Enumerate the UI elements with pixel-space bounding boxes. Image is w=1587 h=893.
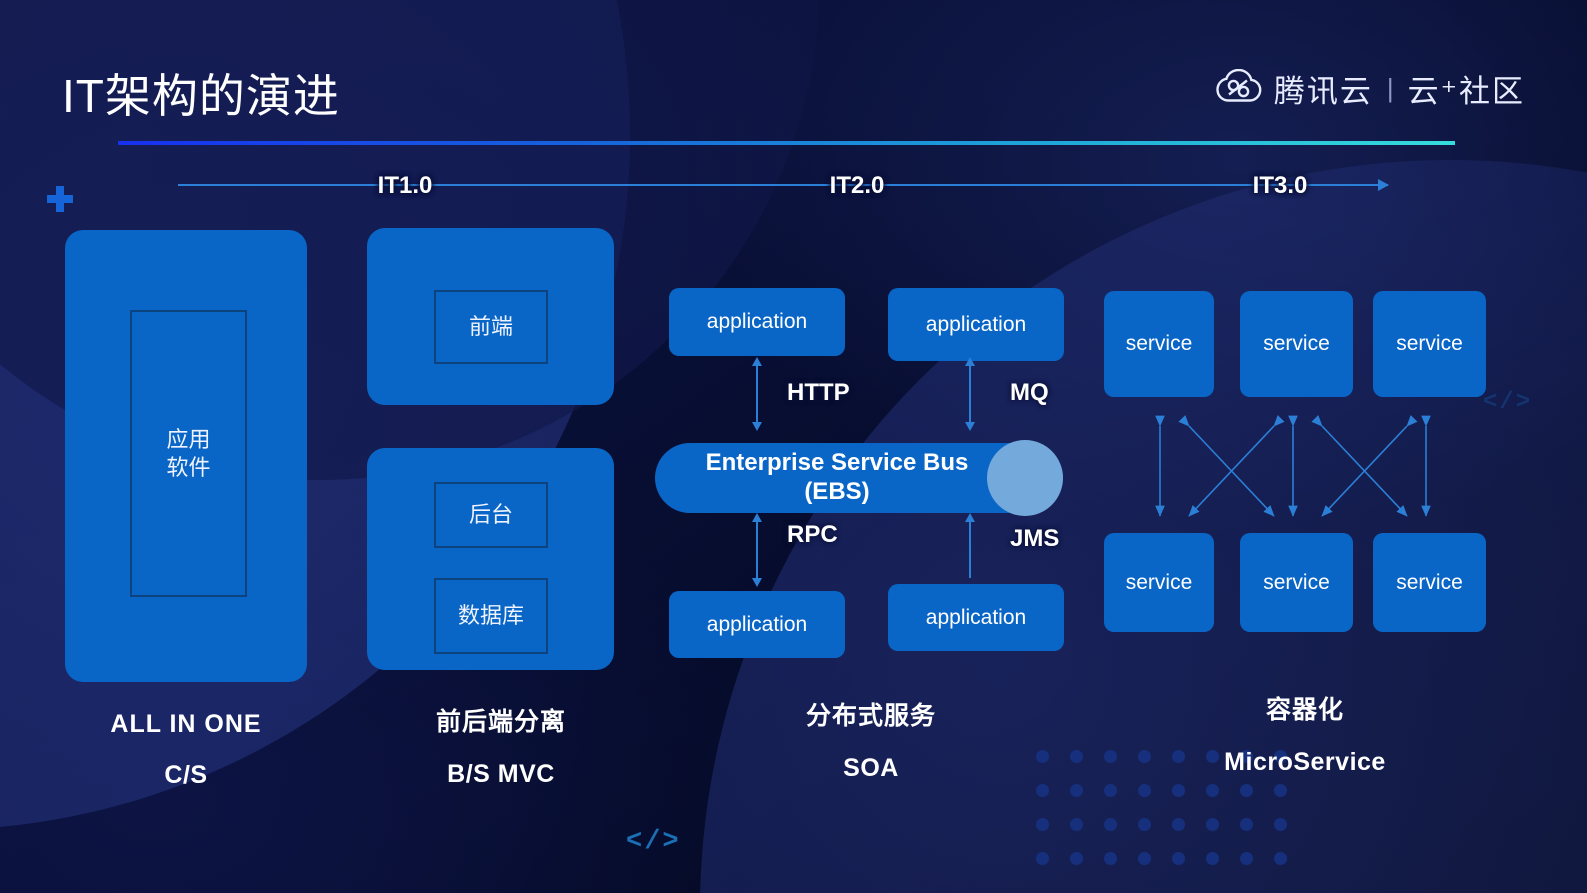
stage4-caption-secondary: MicroService [1224,748,1386,776]
stage3-application-bottom-right[interactable]: application [888,584,1064,651]
code-bracket-icon: </> [626,827,681,857]
stage4-caption-primary: 容器化 [1265,696,1345,724]
esb-label-line2: (EBS) [804,478,870,505]
protocol-label-mq: MQ [1010,379,1049,406]
stage3-application-bottom-left[interactable]: application [669,591,845,658]
stage3-caption: 分布式服务 SOA [806,696,936,783]
arrow-http [752,357,762,431]
stage3-caption-secondary: SOA [843,754,899,782]
protocol-label-rpc: RPC [787,521,838,548]
stage1-inner-label: 应用软件 [166,427,211,480]
brand-subname: 云⁺社区 [1407,74,1525,109]
tencent-cloud-icon [1216,68,1262,108]
timeline-label-it2: IT2.0 [829,172,885,199]
timeline-label-it3: IT3.0 [1252,172,1308,199]
enterprise-service-bus[interactable]: Enterprise Service Bus (EBS) [655,440,1063,516]
arrowhead-up-icon [965,513,975,522]
stage2-frontend-block[interactable] [367,228,614,405]
plus-icon [47,186,73,212]
stage1-caption-secondary: C/S [164,761,208,789]
stage1-caption-primary: ALL IN ONE [110,710,262,738]
title-underline [118,141,1455,145]
esb-label-line1: Enterprise Service Bus [705,449,969,477]
stage3-application-top-left[interactable]: application [669,288,845,356]
stage4-service-6[interactable]: service [1373,533,1486,632]
brand-logo: 腾讯云 | 云⁺社区 [1216,66,1525,111]
stage3-caption-primary: 分布式服务 [805,702,937,730]
stage2-caption-primary: 前后端分离 [435,708,567,736]
stage1-caption: ALL IN ONE C/S [110,710,261,790]
page-title: IT架构的演进 [62,70,340,122]
brand-separator: | [1386,73,1394,103]
arrow-jms [965,513,975,578]
arrow-rpc [752,513,762,587]
arrowhead-down-icon [752,578,762,587]
protocol-label-jms: JMS [1010,525,1060,552]
stage2-caption-secondary: B/S MVC [447,760,555,788]
arrow-mq [965,357,975,431]
stage2-inner-frontend: 前端 [434,290,548,364]
dot-grid-decoration [1036,750,1308,886]
stage4-caption: 容器化 MicroService [1224,690,1386,777]
protocol-label-http: HTTP [787,379,850,406]
stage4-service-2[interactable]: service [1240,291,1353,397]
arrowhead-up-icon [752,513,762,522]
stage2-backend-block[interactable] [367,448,614,670]
timeline-axis [178,179,1389,191]
stage4-service-1[interactable]: service [1104,291,1214,397]
arrowhead-down-icon [965,422,975,431]
stage4-service-5[interactable]: service [1240,533,1353,632]
stage1-inner-app-software: 应用软件 [130,310,247,597]
stage2-inner-database: 数据库 [434,578,548,654]
arrowhead-up-icon [965,357,975,366]
stage4-connection-arrows [1155,415,1431,517]
arrowhead-up-icon [752,357,762,366]
stage2-inner-backend: 后台 [434,482,548,548]
timeline-label-it1: IT1.0 [377,172,433,199]
stage3-application-top-right[interactable]: application [888,288,1064,361]
arrowhead-down-icon [752,422,762,431]
stage4-service-4[interactable]: service [1104,533,1214,632]
stage1-monolith-block[interactable] [65,230,307,682]
stage2-caption: 前后端分离 B/S MVC [436,702,566,789]
stage4-service-3[interactable]: service [1373,291,1486,397]
brand-name: 腾讯云 [1273,74,1373,109]
esb-label: Enterprise Service Bus (EBS) [706,449,1013,507]
esb-endpoint-circle [987,440,1063,516]
code-bracket-icon: </> [1483,389,1533,416]
